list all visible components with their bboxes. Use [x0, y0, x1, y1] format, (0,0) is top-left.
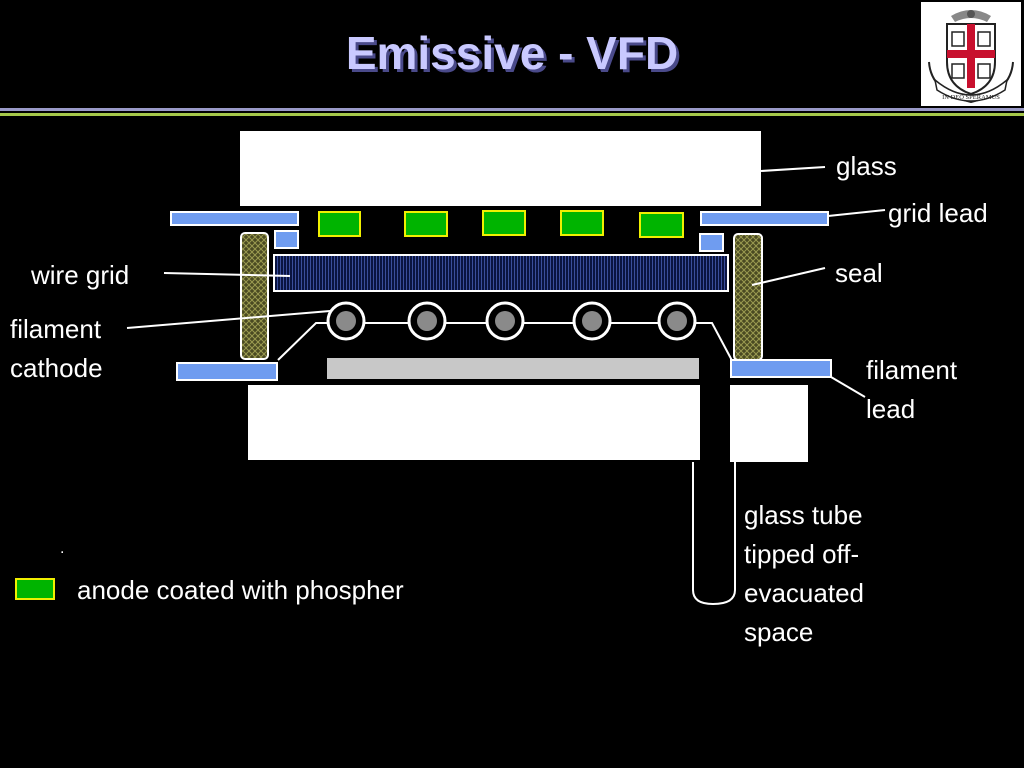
- university-crest-logo: IN DEO SPERAMUS: [921, 2, 1021, 106]
- filament-lead-left: [176, 362, 278, 381]
- label-filament-lead: filament lead: [866, 355, 958, 424]
- cathode-node: [417, 311, 437, 331]
- seal-left: [240, 232, 269, 360]
- cathode-node: [495, 311, 515, 331]
- grid-lead-left: [170, 211, 299, 226]
- label-glass: glass: [836, 151, 897, 181]
- label-wire-grid: wire grid: [31, 260, 130, 290]
- legend-anode-label: anode coated with phospher: [77, 575, 404, 605]
- cathode-node: [582, 311, 602, 331]
- leader-grid-lead: [827, 209, 886, 217]
- leader-glass: [760, 166, 826, 172]
- filament-cathode-nodes: [326, 301, 697, 341]
- seal-right: [733, 233, 763, 361]
- title-rule-top: [0, 108, 1024, 111]
- label-filament-cathode: filament cathode: [10, 314, 103, 383]
- top-glass-plate: [240, 131, 761, 206]
- anode: [482, 210, 526, 236]
- label-seal: seal: [835, 258, 883, 288]
- cathode-node: [667, 311, 687, 331]
- grid-contact-left: [274, 230, 299, 249]
- bottom-glass-plate-right: [730, 385, 808, 462]
- label-grid-lead: grid lead: [888, 198, 988, 228]
- slide-title: Emissive - VFD: [345, 27, 679, 79]
- getter-bar: [327, 358, 699, 379]
- legend-dot: .: [60, 540, 65, 557]
- anode: [639, 212, 684, 238]
- cathode-node: [336, 311, 356, 331]
- filament-lead-right: [730, 359, 832, 378]
- wire-grid: [273, 254, 729, 292]
- glass-tube: [692, 462, 736, 606]
- grid-contact-right: [699, 233, 724, 252]
- bottom-glass-plate: [248, 385, 700, 460]
- label-glass-tube: glass tube tipped off- evacuated space: [744, 500, 864, 647]
- leader-seal: [751, 267, 826, 286]
- title-rule-bottom: [0, 113, 1024, 116]
- leader-filament-cathode: [126, 310, 331, 329]
- anode: [404, 211, 448, 237]
- anode: [318, 211, 361, 237]
- svg-text:IN DEO SPERAMUS: IN DEO SPERAMUS: [942, 94, 1000, 101]
- leader-wire-grid: [163, 272, 291, 277]
- anode: [560, 210, 604, 236]
- grid-lead-right: [700, 211, 829, 226]
- legend-anode-swatch: [15, 578, 55, 600]
- leader-filament-lead: [830, 376, 866, 398]
